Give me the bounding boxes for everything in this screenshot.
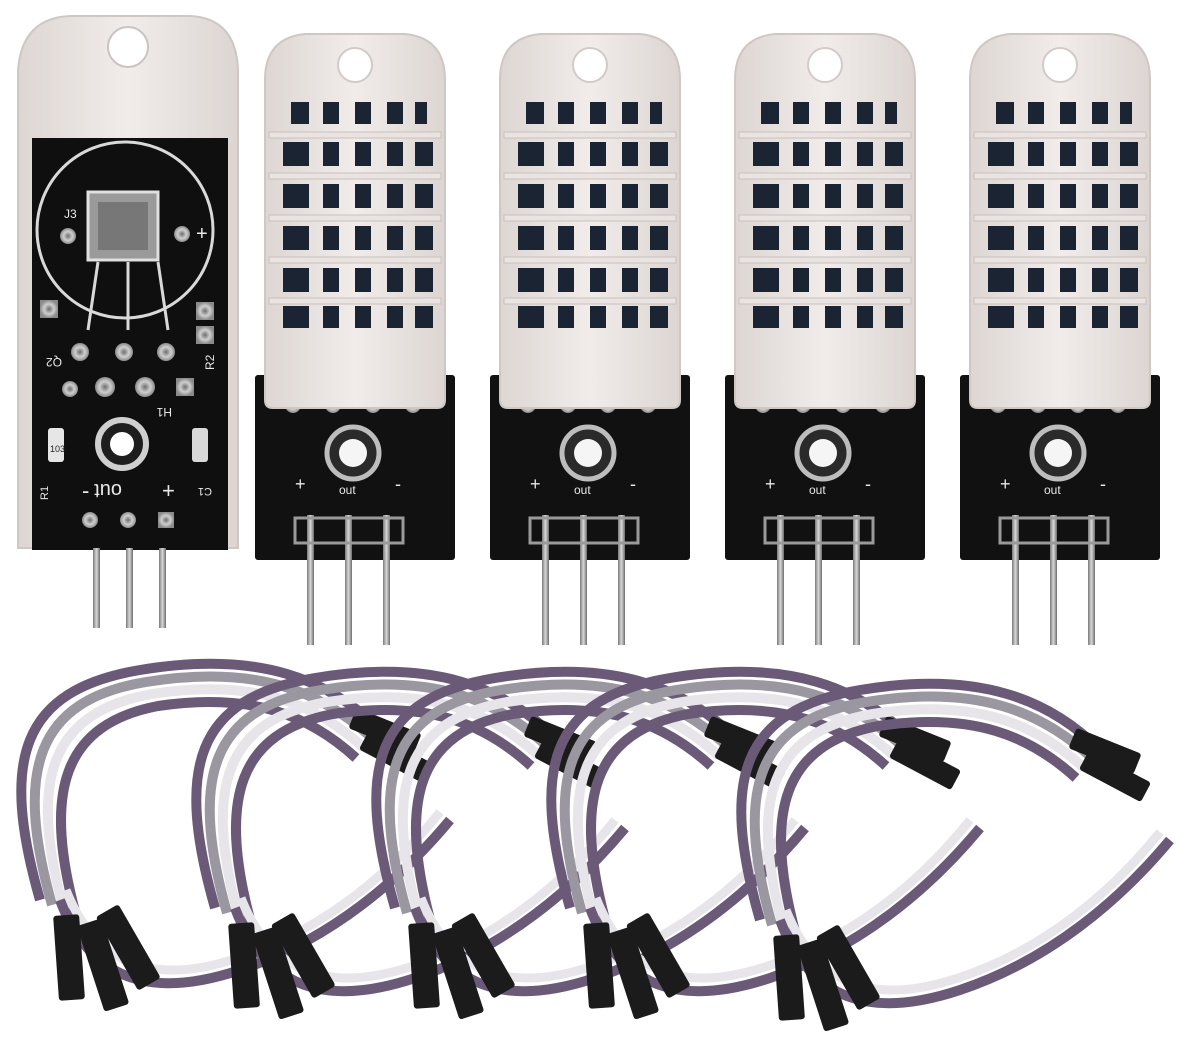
silk-resistor-code: 103 [50, 444, 65, 454]
silk-j3: J3 [64, 207, 77, 221]
silk-c1: C1 [198, 485, 212, 497]
module-minus-2: - [395, 474, 401, 494]
module-plus-5: + [1000, 474, 1011, 494]
sensor-module-4: + out - [725, 34, 925, 645]
silk-plus-top: + [196, 223, 208, 245]
sensor-module-rear: J3 + Q2 R2 R1 103 C1 H1 out + - [17, 15, 239, 628]
module-out-3: out [574, 483, 591, 497]
sensor-module-5: + out - [960, 34, 1160, 645]
module-plus-3: + [530, 474, 541, 494]
silk-r1: R1 [39, 486, 51, 500]
silk-q2: Q2 [46, 355, 62, 369]
silk-minus: - [82, 478, 89, 503]
module-out-5: out [1044, 483, 1061, 497]
silk-r2: R2 [203, 354, 217, 370]
silk-out: out [94, 479, 122, 501]
sensor-module-3: + out - [490, 34, 690, 645]
sensor-module-2: + out - [255, 34, 455, 645]
module-minus-4: - [865, 474, 871, 494]
silk-h1: H1 [156, 405, 172, 419]
module-plus-4: + [765, 474, 776, 494]
module-minus-3: - [630, 474, 636, 494]
module-out-2: out [339, 483, 356, 497]
module-minus-5: - [1100, 474, 1106, 494]
module-plus-2: + [295, 474, 306, 494]
module-out-4: out [809, 483, 826, 497]
silk-plus-bottom: + [162, 478, 175, 503]
